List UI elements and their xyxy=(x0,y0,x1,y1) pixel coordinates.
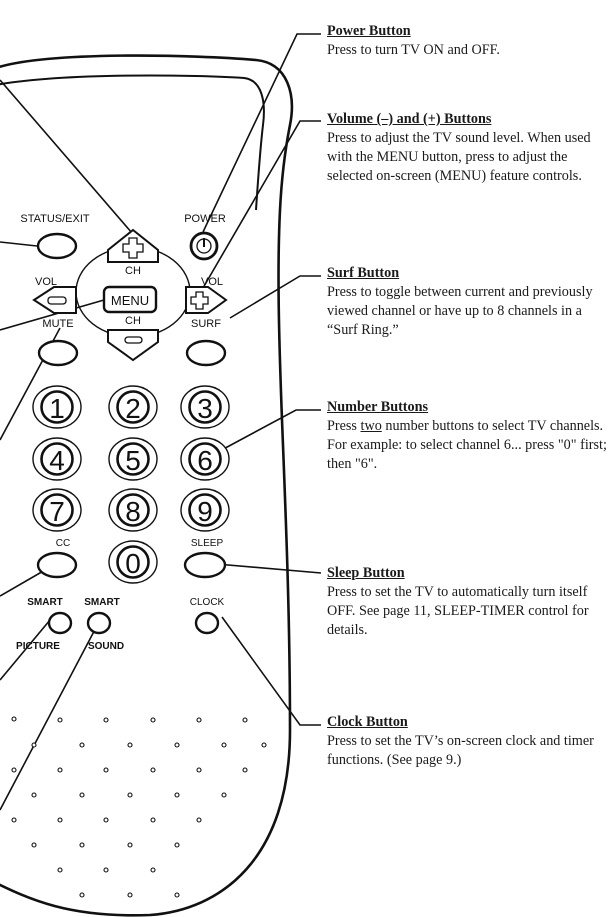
digit-button-0[interactable]: 0 xyxy=(108,540,158,584)
callout-title: Power Button xyxy=(327,23,411,39)
digit-label-8: 8 xyxy=(125,496,141,527)
digit-label-4: 4 xyxy=(49,445,65,476)
sleep-button[interactable] xyxy=(183,551,227,579)
callout-surf: Surf Button Press to toggle between curr… xyxy=(327,264,607,340)
digit-button-2[interactable]: 2 xyxy=(108,385,158,429)
leader-number xyxy=(202,409,321,461)
smart-sound-label-top: SMART xyxy=(84,597,120,608)
digit-label-5: 5 xyxy=(125,445,141,476)
clock-label: CLOCK xyxy=(190,597,225,608)
volume-up-button[interactable] xyxy=(185,286,228,314)
vol-left-label: VOL xyxy=(35,276,57,288)
leader-lines xyxy=(0,33,322,811)
callout-body-end: number buttons to select TV channels. Fo… xyxy=(327,418,607,472)
vol-right-label: VOL xyxy=(201,276,223,288)
callout-body: Press to set the TV’s on-screen clock an… xyxy=(327,733,594,768)
callout-body: Press to set the TV to automatically tur… xyxy=(327,584,589,638)
smart-sound-label-bottom: SOUND xyxy=(88,641,124,652)
digit-label-9: 9 xyxy=(197,496,213,527)
callout-title: Volume (–) and (+) Buttons xyxy=(327,111,492,127)
surf-button[interactable] xyxy=(185,339,227,367)
leader-volume xyxy=(202,120,321,289)
callout-body: Press two number buttons to select TV ch… xyxy=(327,417,607,474)
menu-label: MENU xyxy=(111,293,149,308)
digit-button-8[interactable]: 8 xyxy=(108,488,158,532)
ch-down-label: CH xyxy=(125,315,141,327)
digit-label-1: 1 xyxy=(49,393,65,424)
digit-button-9[interactable]: 9 xyxy=(180,488,230,532)
callout-title: Number Buttons xyxy=(327,399,429,415)
digit-label-2: 2 xyxy=(125,393,141,424)
remote-inner-contour xyxy=(0,74,265,211)
digit-button-1[interactable]: 1 xyxy=(32,385,82,429)
status-exit-button[interactable] xyxy=(36,232,78,260)
leader-power xyxy=(202,33,321,233)
cc-label: CC xyxy=(56,538,70,549)
digit-label-0: 0 xyxy=(125,548,141,579)
callout-title: Surf Button xyxy=(327,265,400,281)
leader-left-smart-sound xyxy=(0,619,101,811)
ch-up-label: CH xyxy=(125,265,141,277)
callout-power: Power Button Press to turn TV ON and OFF… xyxy=(327,22,607,60)
minus-icon xyxy=(47,296,67,305)
callout-sleep: Sleep Button Press to set the TV to auto… xyxy=(327,564,607,640)
callout-body-start: Press xyxy=(327,418,361,434)
callout-body: Press to toggle between current and prev… xyxy=(327,284,593,338)
callout-clock: Clock Button Press to set the TV’s on-sc… xyxy=(327,713,607,770)
channel-down-button[interactable] xyxy=(107,329,159,362)
callout-title: Sleep Button xyxy=(327,565,405,581)
leader-left-top xyxy=(0,79,133,234)
mute-label: MUTE xyxy=(42,318,73,330)
plus-icon xyxy=(190,291,209,310)
callout-volume: Volume (–) and (+) Buttons Press to adju… xyxy=(327,110,607,186)
digit-button-4[interactable]: 4 xyxy=(32,437,82,481)
leader-left-menu xyxy=(0,299,105,331)
callout-body: Press to adjust the TV sound level. When… xyxy=(327,130,591,184)
callout-number: Number Buttons Press two number buttons … xyxy=(327,398,607,474)
leader-clock xyxy=(221,616,321,726)
minus-icon xyxy=(124,336,143,344)
leader-left-smart-picture xyxy=(0,619,51,681)
power-button[interactable] xyxy=(189,231,219,261)
sleep-label: SLEEP xyxy=(191,538,224,549)
digit-label-6: 6 xyxy=(197,445,213,476)
smart-sound-button[interactable] xyxy=(86,611,112,635)
mute-button[interactable] xyxy=(37,339,79,367)
plus-icon xyxy=(122,237,144,259)
smart-picture-label-bottom: PICTURE xyxy=(16,641,60,652)
digit-label-7: 7 xyxy=(49,496,65,527)
status-exit-label: STATUS/EXIT xyxy=(20,213,90,225)
cc-button[interactable] xyxy=(36,551,78,579)
channel-up-button[interactable] xyxy=(107,228,159,263)
digit-button-3[interactable]: 3 xyxy=(180,385,230,429)
smart-picture-button[interactable] xyxy=(47,611,73,635)
digit-button-7[interactable]: 7 xyxy=(32,488,82,532)
remote-body-outline xyxy=(0,54,294,917)
digit-label-3: 3 xyxy=(197,393,213,424)
digit-button-5[interactable]: 5 xyxy=(108,437,158,481)
menu-button[interactable]: MENU xyxy=(102,285,158,314)
callout-body: Press to turn TV ON and OFF. xyxy=(327,42,500,58)
digit-button-6[interactable]: 6 xyxy=(180,437,230,481)
callout-body-emphasis: two xyxy=(360,418,382,434)
number-pad: 1 2 3 4 5 6 7 xyxy=(32,385,230,584)
smart-picture-label-top: SMART xyxy=(27,597,63,608)
surf-label: SURF xyxy=(191,318,221,330)
volume-down-button[interactable] xyxy=(32,286,77,314)
leader-surf xyxy=(229,275,321,319)
power-label: POWER xyxy=(184,213,226,225)
clock-button[interactable] xyxy=(194,611,220,635)
callout-title: Clock Button xyxy=(327,714,408,730)
speaker-grille xyxy=(11,716,267,898)
leader-left-status xyxy=(0,241,38,247)
